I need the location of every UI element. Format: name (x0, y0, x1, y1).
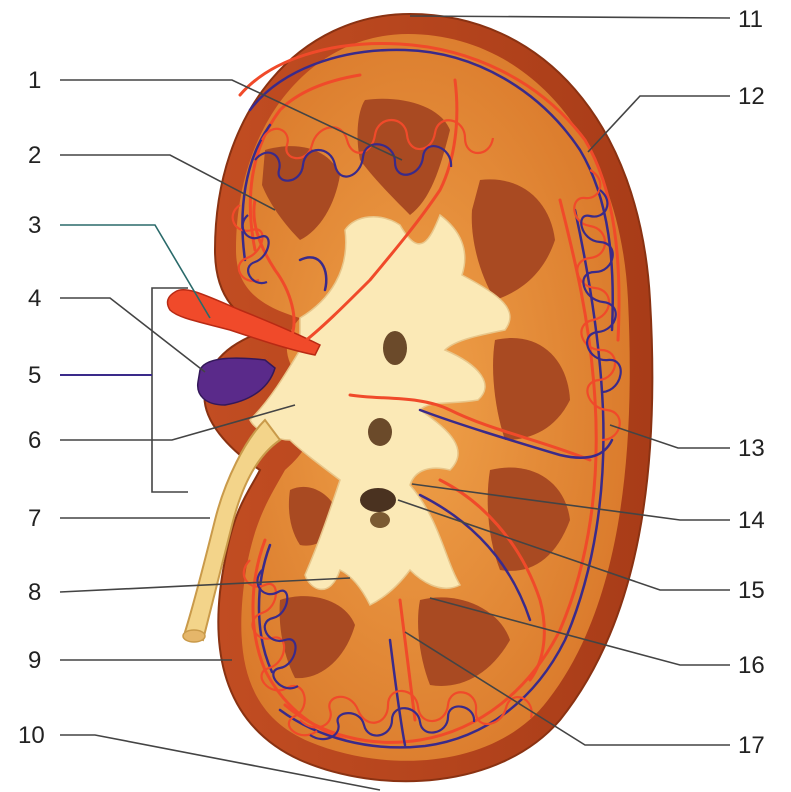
label-4: 4 (28, 285, 41, 312)
label-10: 10 (18, 722, 45, 749)
label-9: 9 (28, 647, 41, 674)
label-2: 2 (28, 142, 41, 169)
ureter-end (183, 630, 205, 642)
label-13: 13 (738, 435, 765, 462)
label-7: 7 (28, 505, 41, 532)
label-15: 15 (738, 577, 765, 604)
label-14: 14 (738, 507, 765, 534)
label-17: 17 (738, 732, 765, 759)
label-16: 16 (738, 652, 765, 679)
bracket-5 (152, 288, 188, 492)
label-8: 8 (28, 579, 41, 606)
label-6: 6 (28, 427, 41, 454)
label-5: 5 (28, 362, 41, 389)
label-12: 12 (738, 83, 765, 110)
label-11: 11 (738, 6, 763, 33)
label-1: 1 (28, 67, 41, 94)
label-3: 3 (28, 212, 41, 239)
